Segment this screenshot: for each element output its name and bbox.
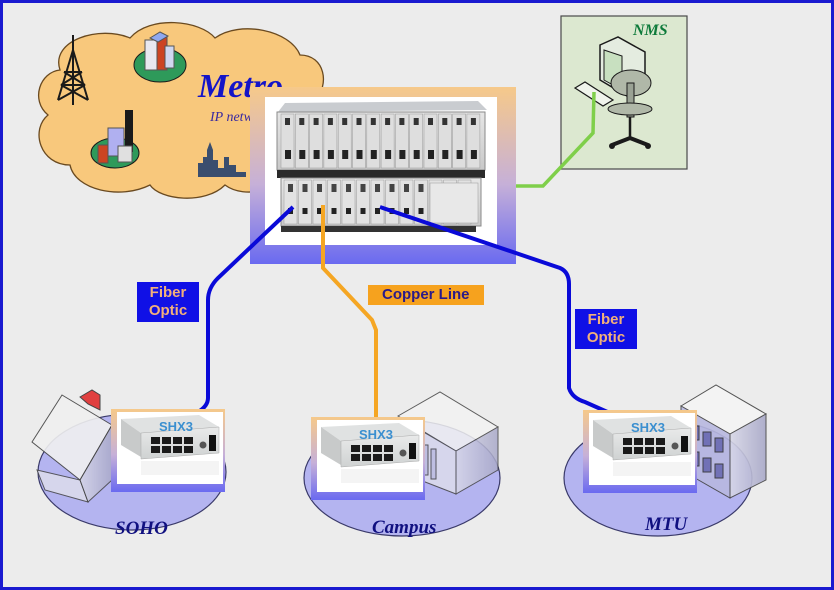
fiber-optic-label-soho: Fiber Optic [137,282,199,322]
office-building-icon [133,31,187,83]
rack-chassis-icon [276,101,487,232]
fiber-optic-link-mtu [379,205,613,416]
copper-line-label: Copper Line [368,285,484,305]
campus-building-icon [397,391,499,495]
shx3-device-soho[interactable]: SHX3 [111,409,225,492]
site-mtu[interactable] [563,384,768,537]
office-building-icon [90,110,140,169]
shx3-device-mtu[interactable]: SHX3 [583,410,697,493]
fiber-optic-link-soho [196,205,295,414]
copper-line-link-campus [321,205,378,418]
fiber-optic-label-mtu: Fiber Optic [575,309,637,349]
site-label-soho: SOHO [115,518,168,539]
site-label-mtu: MTU [644,514,689,535]
city-skyline-icon [198,142,246,177]
nms-title: NMS [632,22,668,39]
shx3-model-label: SHX3 [159,419,193,434]
central-chassis[interactable] [250,87,516,264]
shx3-device-campus[interactable]: SHX3 [311,417,425,500]
radio-tower-icon [57,35,89,105]
label-line: Optic [586,329,626,346]
house-icon [31,389,113,503]
label-line: Optic [148,302,188,319]
shx3-model-label: SHX3 [359,427,393,442]
shx3-model-label: SHX3 [631,420,665,435]
label-line: Fiber [587,311,625,328]
site-label-campus: Campus [372,517,436,538]
label-line: Fiber [149,284,187,301]
